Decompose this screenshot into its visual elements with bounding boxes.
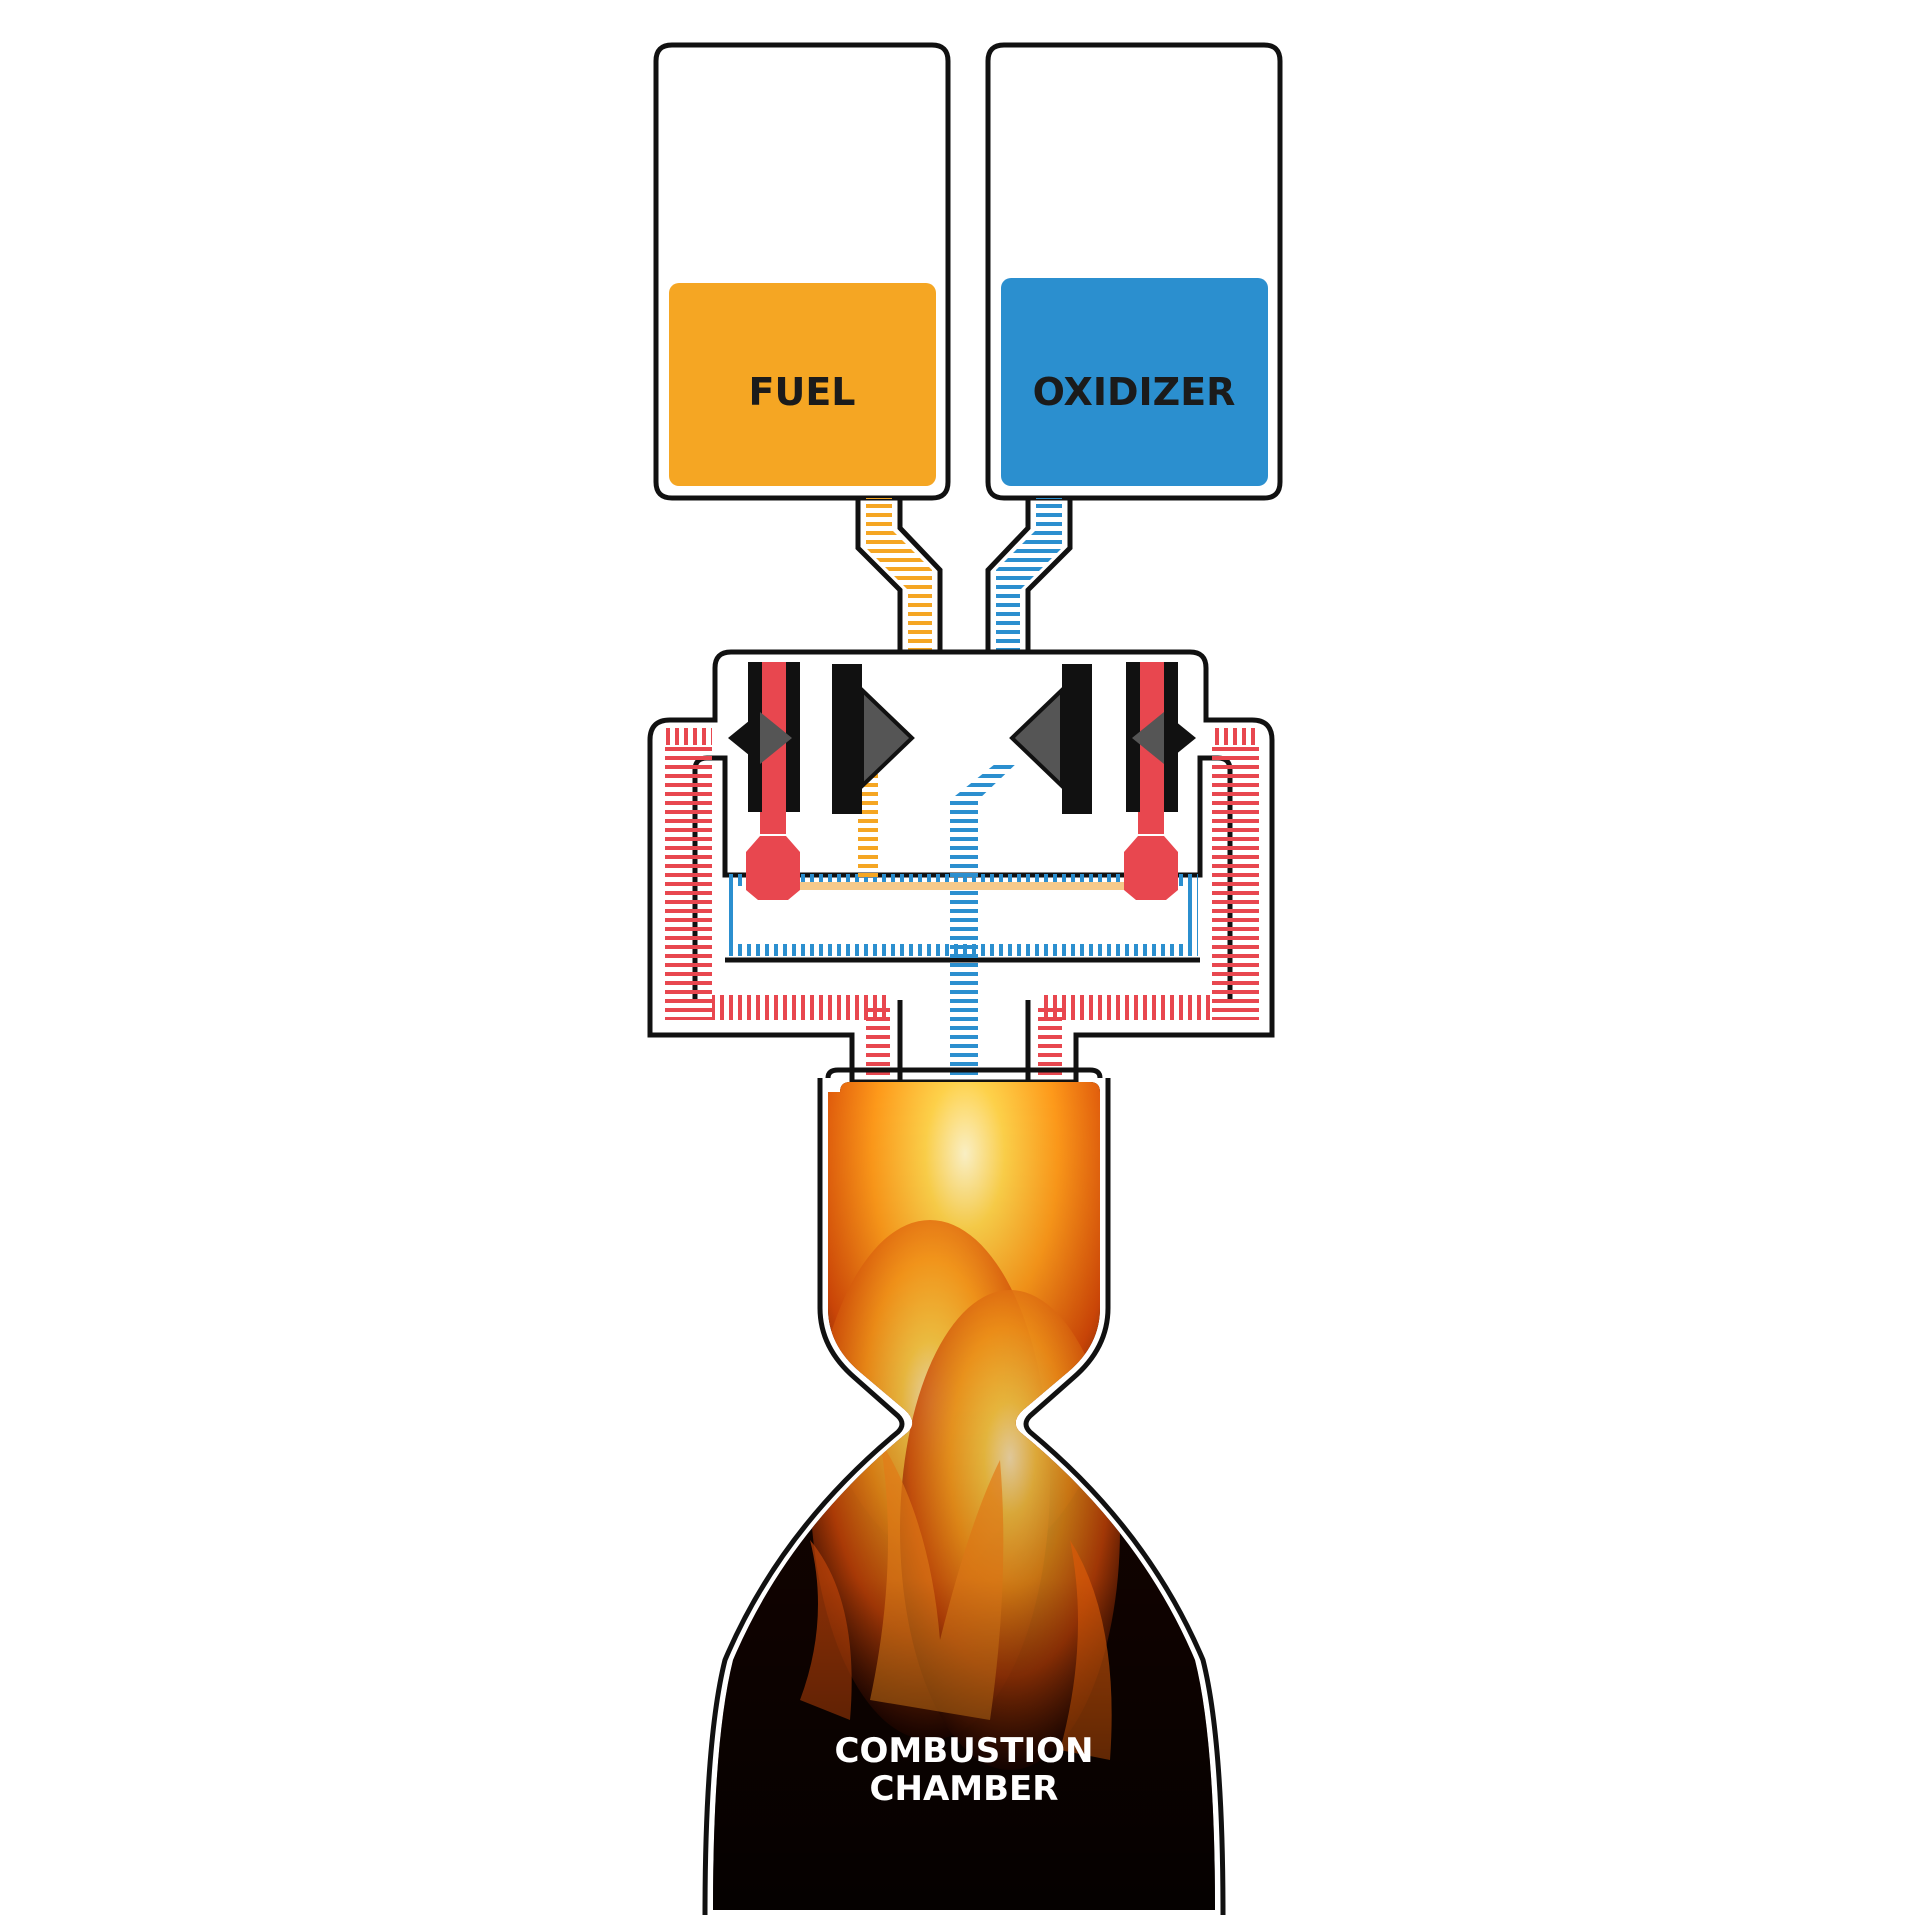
oxidizer-liquid <box>1001 278 1268 486</box>
oxidizer-tank: OXIDIZER <box>985 42 1283 501</box>
oxidizer-turbopump <box>1009 662 1196 900</box>
coolant-lines <box>665 728 1259 1075</box>
fuel-tank: FUEL <box>653 42 951 501</box>
fuel-liquid <box>669 283 936 486</box>
fuel-label: FUEL <box>749 370 856 414</box>
chamber-label-line1: COMBUSTION <box>835 1731 1094 1771</box>
chamber-label-line2: CHAMBER <box>870 1769 1059 1809</box>
oxidizer-label: OXIDIZER <box>1033 370 1236 414</box>
oxidizer-bypass-line <box>726 760 1198 1080</box>
fuel-turbopump <box>728 662 915 900</box>
